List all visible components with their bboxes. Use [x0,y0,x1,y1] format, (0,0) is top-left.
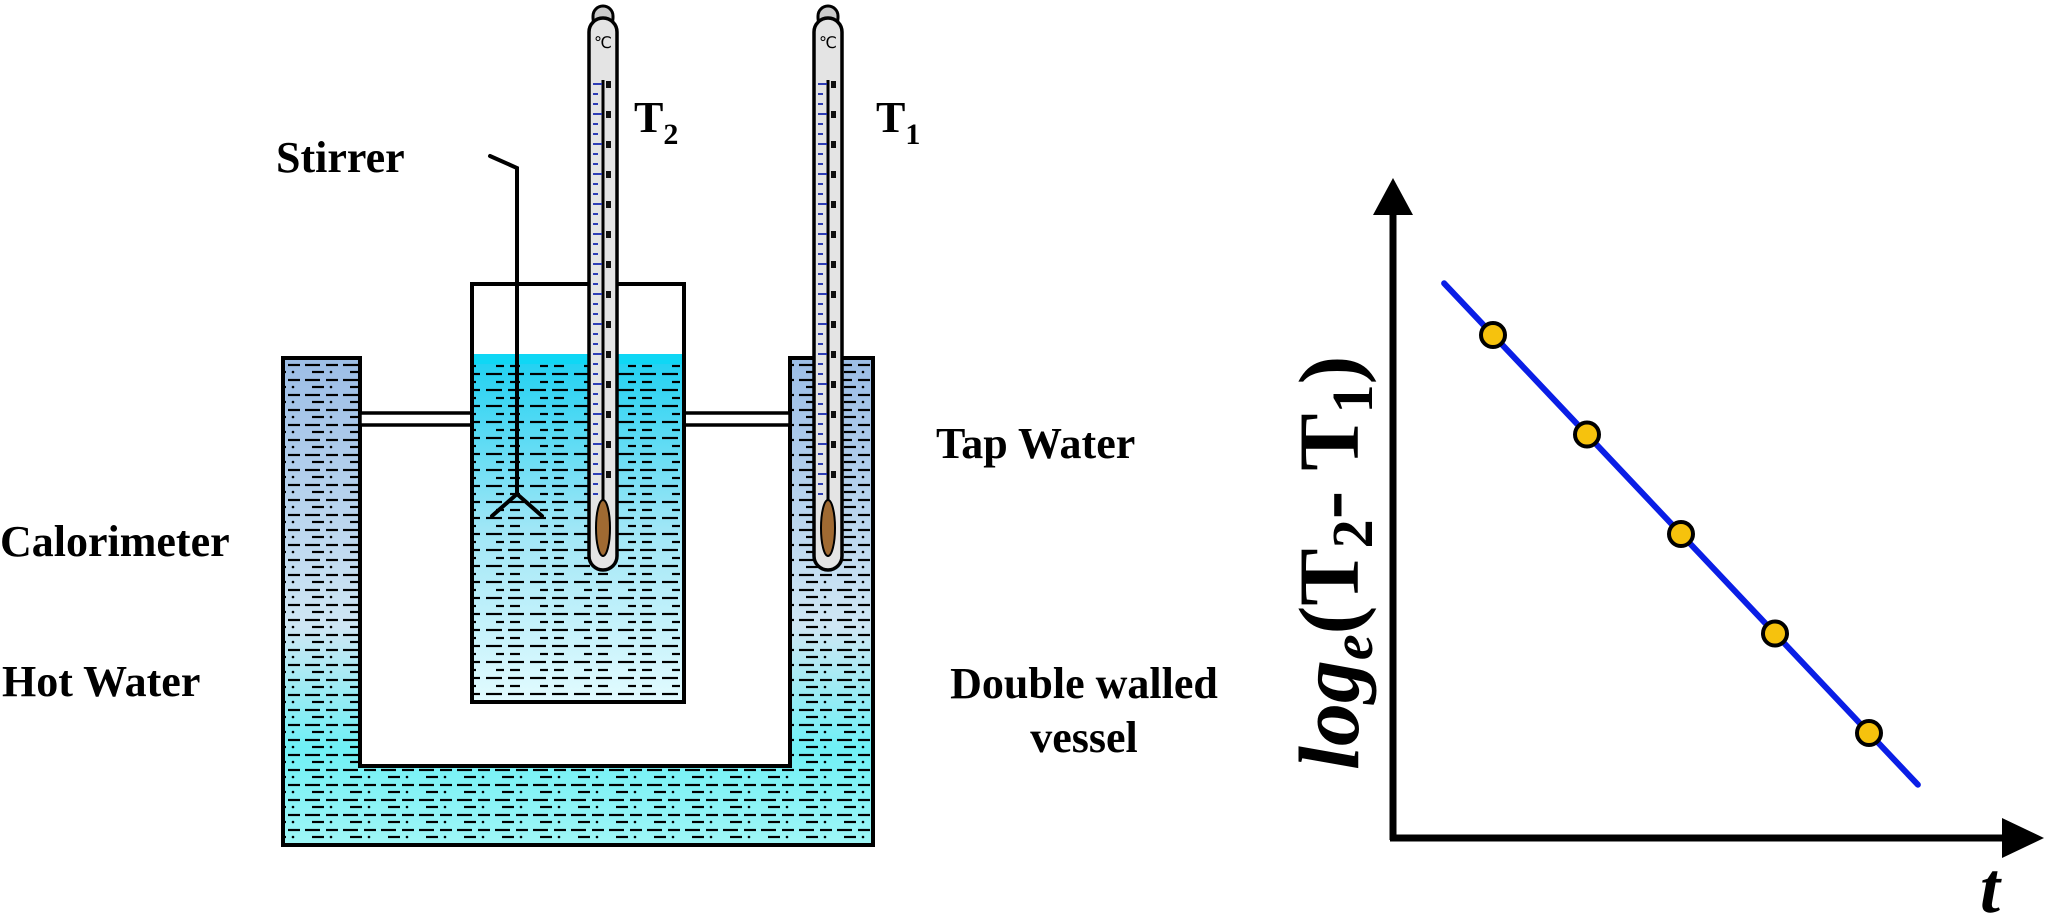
t2-numeral-mark [606,321,611,328]
data-point [1855,719,1883,747]
calorimeter-supports [358,411,792,427]
t1-numeral-mark [831,411,836,418]
t2-numeral-mark [606,261,611,268]
t1-numeral-mark [831,111,836,118]
t2-numeral-mark [606,351,611,358]
t1-numeral-mark [831,291,836,298]
t1-numeral-mark [831,141,836,148]
t1-numeral-mark [831,201,836,208]
t2-numeral-mark [606,471,611,478]
t1-numeral-mark [831,351,836,358]
t1-numeral-mark [831,171,836,178]
hot-water-label: Hot Water [2,657,200,706]
thermometer-t2: ℃ [587,4,619,572]
double-walled-label-line2: vessel [1030,713,1138,762]
t2-numeral-mark [606,171,611,178]
t2-numeral-mark [606,201,611,208]
t2-numeral-mark [606,111,611,118]
y-axis-arrow [1373,178,1413,215]
double-walled-label-line1: Double walled [950,659,1218,708]
t1-numeral-mark [831,321,836,328]
graph: t loge(T2- T1) [1281,178,2044,918]
data-point [1761,619,1789,648]
stirrer [488,154,544,518]
calorimeter-label: Calorimeter [0,517,230,566]
tap-water-label: Tap Water [936,419,1135,468]
t1-numeral-mark [831,81,836,88]
data-point [1573,420,1601,449]
t2-numeral-mark [606,381,611,388]
t1-unit-mark: ℃ [819,33,837,52]
t1-numeral-mark [831,471,836,478]
t2-numeral-mark [606,81,611,88]
t2-numeral-mark [606,411,611,418]
t1-numeral-mark [831,261,836,268]
t1-numeral-mark [831,381,836,388]
t1-numeral-mark [831,231,836,238]
x-axis-arrow [2002,818,2044,858]
data-point [1667,520,1695,548]
t1-label: T1 [876,93,920,151]
stirrer-label: Stirrer [276,133,405,182]
t2-numeral-mark [606,441,611,448]
t2-unit-mark: ℃ [594,33,612,52]
x-axis-label: t [1980,848,2002,918]
t2-label: T2 [634,93,678,151]
t1-numeral-mark [831,441,836,448]
data-point [1479,321,1507,349]
calorimeter-vessel [470,282,686,704]
t2-numeral-mark [606,141,611,148]
y-axis-label: loge(T2- T1) [1281,356,1385,770]
thermometer-t1: ℃ [812,4,844,572]
t2-numeral-mark [606,291,611,298]
t2-numeral-mark [606,231,611,238]
